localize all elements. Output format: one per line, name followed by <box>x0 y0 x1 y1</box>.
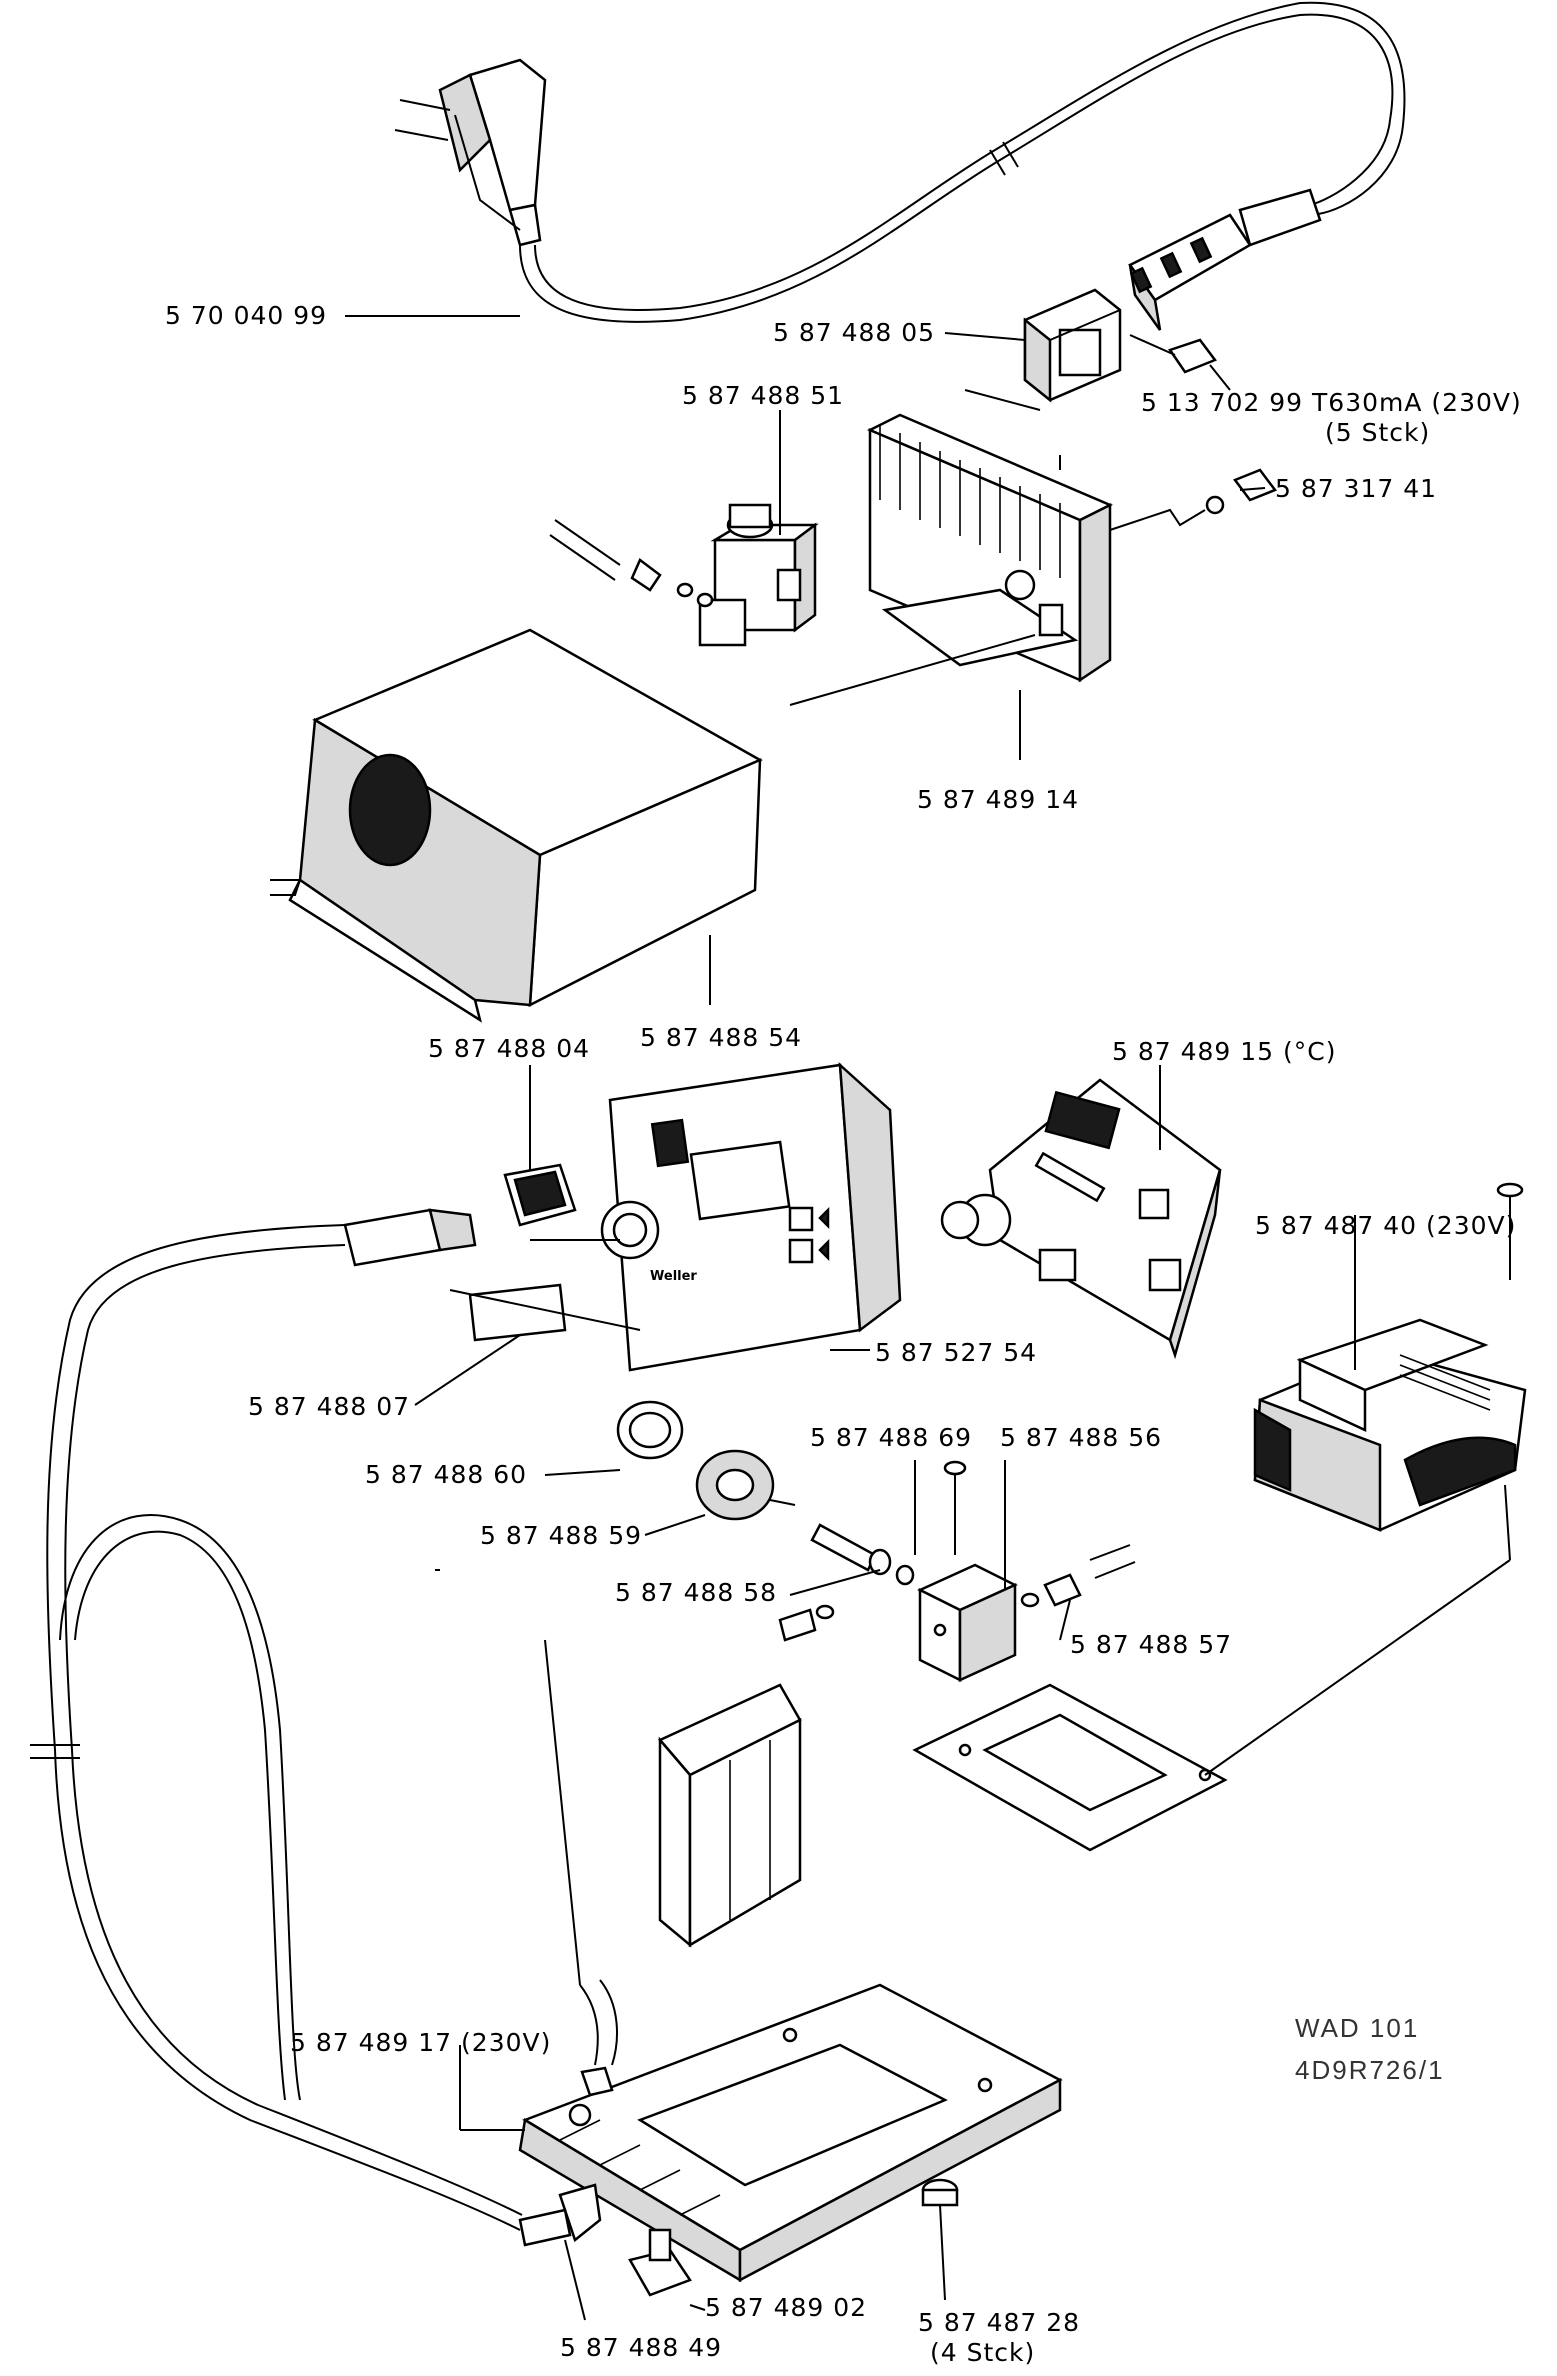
label-fuse: 5 13 702 99 T630mA (230V) <box>1141 388 1522 417</box>
label-front-panel: 5 87 527 54 <box>875 1338 1038 1367</box>
label-switch: 5 87 488 04 <box>428 1034 591 1063</box>
inlet-socket-drawing <box>1023 288 1122 403</box>
label-fitting: 5 87 488 57 <box>1070 1630 1233 1659</box>
power-cord-drawing <box>394 1 1406 331</box>
label-power-cord: 5 70 040 99 <box>165 301 328 330</box>
label-knob: 5 87 488 59 <box>480 1521 643 1550</box>
heat-shield-drawing <box>657 1683 802 1948</box>
control-board-drawing <box>940 1078 1222 1360</box>
label-base-unit: 5 87 489 17 (230V) <box>290 2028 552 2057</box>
label-inlet-socket: 5 87 488 05 <box>773 318 936 347</box>
transformer-drawing <box>1253 1182 1527 1532</box>
fuse-drawing <box>1129 334 1217 374</box>
label-elbow: 5 87 488 49 <box>560 2333 723 2362</box>
label-fuse-holder: 5 87 317 41 <box>1275 474 1438 503</box>
power-board-drawing <box>867 413 1277 683</box>
label-holder: 5 87 489 02 <box>705 2293 868 2322</box>
drawing-number: 4D9R726/1 <box>1295 2055 1445 2085</box>
label-fuse-qty: (5 Stck) <box>1325 418 1431 447</box>
label-connector-part: 5 87 488 69 <box>810 1423 973 1452</box>
label-manifold-block: 5 87 488 56 <box>1000 1423 1163 1452</box>
label-valve: 5 87 488 51 <box>682 381 845 410</box>
hose-loop-drawing <box>30 1208 523 2231</box>
base-unit-drawing <box>518 1979 1063 2297</box>
label-transformer: 5 87 487 40 (230V) <box>1255 1211 1517 1240</box>
model-name: WAD 101 <box>1295 2013 1420 2043</box>
leader-lines <box>345 315 1511 2321</box>
cover-hood-drawing <box>270 628 763 1023</box>
label-control-board: 5 87 489 15 (°C) <box>1112 1037 1337 1066</box>
label-nozzle: 5 87 488 58 <box>615 1578 778 1607</box>
label-panel-cover: 5 87 488 07 <box>248 1392 411 1421</box>
knob-assembly-drawing <box>616 1400 967 1586</box>
label-cover: 5 87 488 54 <box>640 1023 803 1052</box>
label-foot-qty: (4 Stck) <box>930 2338 1036 2367</box>
panel-brand-text: Weller <box>650 1269 697 1284</box>
label-power-board: 5 87 489 14 <box>917 785 1080 814</box>
valve-drawing <box>549 503 819 647</box>
front-panel-drawing: Weller <box>468 1061 902 1372</box>
label-foot: 5 87 487 28 <box>918 2308 1081 2337</box>
switch-drawing <box>503 1163 577 1227</box>
label-ring: 5 87 488 60 <box>365 1460 528 1489</box>
mounting-plate-drawing <box>912 1683 1228 1852</box>
manifold-block-drawing <box>778 1544 1136 1683</box>
